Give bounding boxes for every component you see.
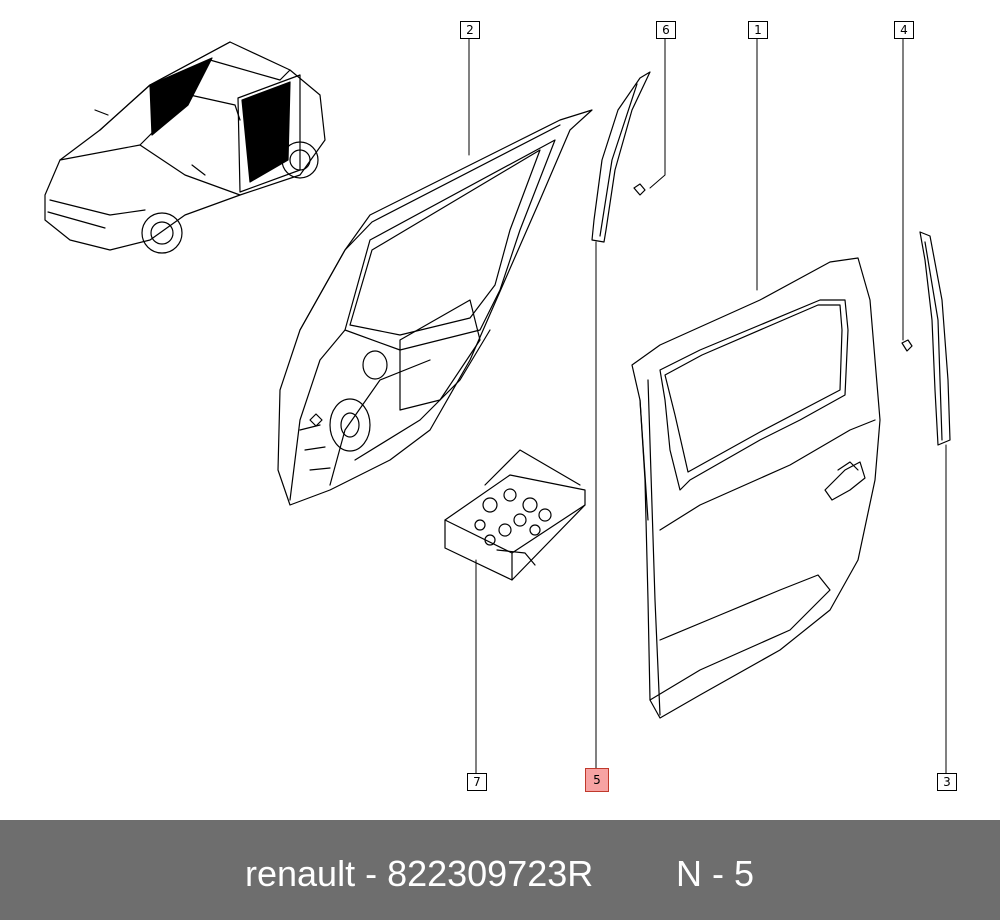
callout-4[interactable]: 4 bbox=[894, 21, 914, 39]
callout-3[interactable]: 3 bbox=[937, 773, 957, 791]
position-number: N - 5 bbox=[676, 853, 755, 894]
callout-1[interactable]: 1 bbox=[748, 21, 768, 39]
callout-7[interactable]: 7 bbox=[467, 773, 487, 791]
part-3-trim-illustration bbox=[901, 231, 951, 446]
callout-5[interactable]: 5 bbox=[585, 768, 609, 792]
part-1-door-illustration bbox=[631, 257, 881, 719]
part-reference: renault - 822309723R bbox=[245, 853, 594, 894]
part-6-trim-illustration bbox=[591, 71, 651, 243]
callout-2[interactable]: 2 bbox=[460, 21, 480, 39]
leader-lines bbox=[468, 37, 947, 774]
car-overview-illustration bbox=[44, 41, 326, 254]
part-2-door-shell-illustration bbox=[277, 109, 593, 506]
part-7-clip-kit-illustration bbox=[444, 449, 586, 581]
callout-6[interactable]: 6 bbox=[656, 21, 676, 39]
parts-diagram bbox=[44, 37, 951, 774]
footer-bar: renault - 822309723R N - 5 bbox=[0, 820, 1000, 920]
